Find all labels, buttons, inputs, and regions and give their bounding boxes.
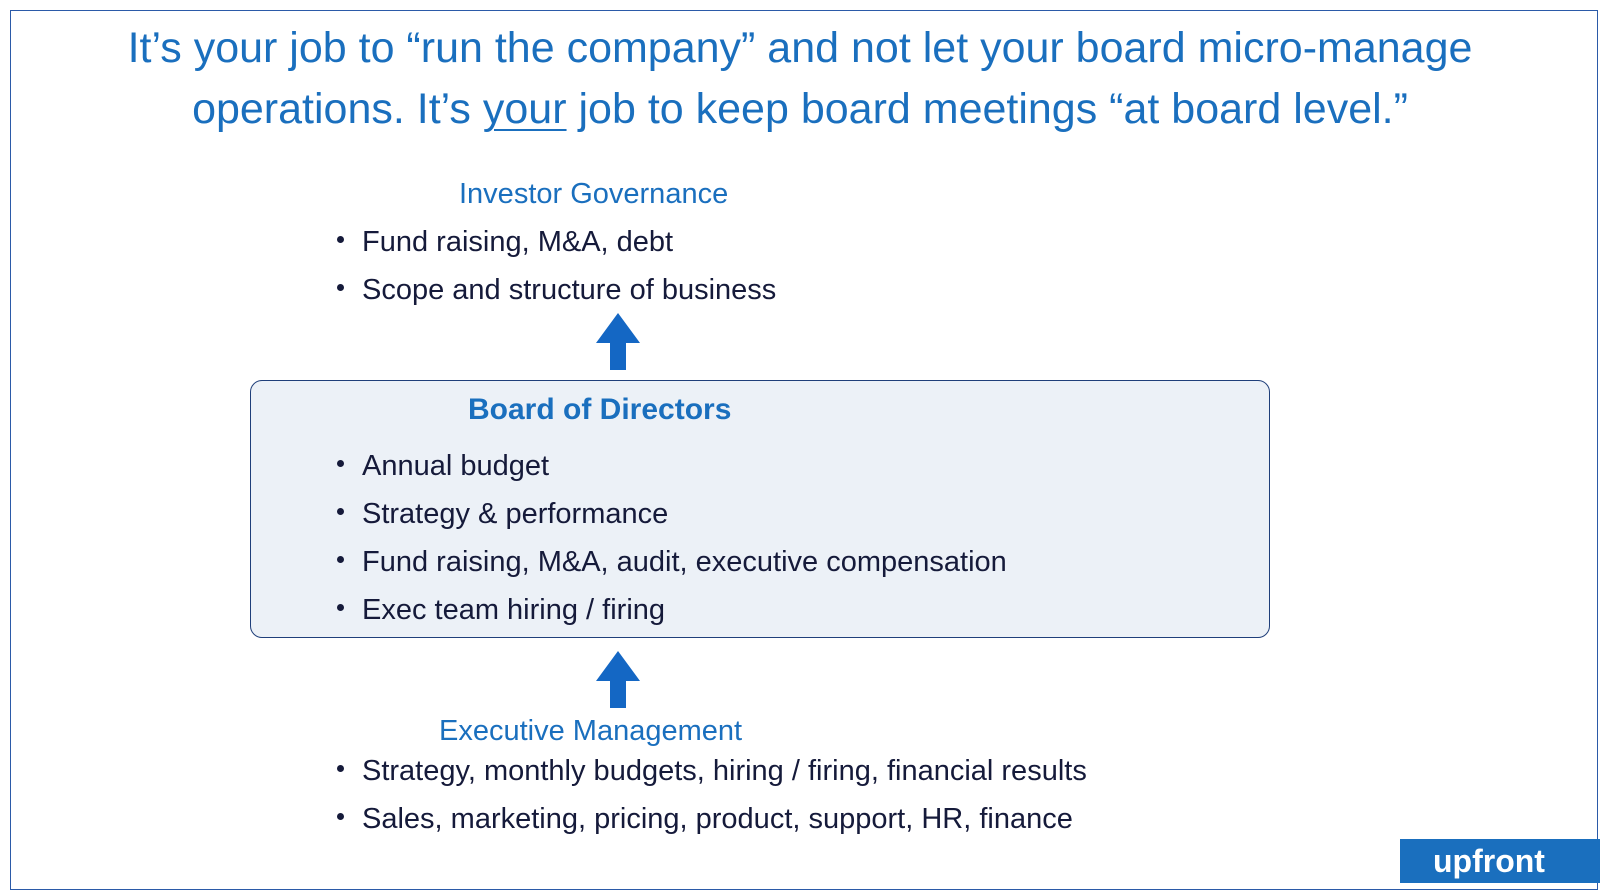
bullet-icon xyxy=(337,813,344,820)
headline-line-1: It’s your job to “run the company” and n… xyxy=(127,24,1473,72)
up-arrow-icon xyxy=(596,313,640,370)
upfront-logo: upfront xyxy=(1400,839,1600,883)
list-item: Strategy & performance xyxy=(333,500,1007,529)
bullet-icon xyxy=(337,765,344,772)
bullet-icon xyxy=(337,604,344,611)
investor-governance-list: Fund raising, M&A, debt Scope and struct… xyxy=(333,228,776,305)
list-item: Strategy, monthly budgets, hiring / firi… xyxy=(333,757,1087,786)
list-item: Sales, marketing, pricing, product, supp… xyxy=(333,805,1087,834)
bullet-icon xyxy=(337,556,344,563)
list-item: Exec team hiring / firing xyxy=(333,596,1007,625)
bullet-icon xyxy=(337,236,344,243)
investor-governance-title: Investor Governance xyxy=(459,178,729,210)
up-arrow-icon xyxy=(596,651,640,708)
headline-emphasis: your xyxy=(482,85,567,133)
list-item-text: Annual budget xyxy=(362,450,550,482)
list-item-text: Sales, marketing, pricing, product, supp… xyxy=(362,803,1073,835)
headline-line-2: operations. It’s your job to keep board … xyxy=(10,88,1590,131)
list-item-text: Fund raising, M&A, audit, executive comp… xyxy=(362,546,1007,578)
list-item: Scope and structure of business xyxy=(333,276,776,305)
headline-line-2-start: operations. It’s xyxy=(192,85,483,133)
list-item: Annual budget xyxy=(333,452,1007,481)
list-item-text: Scope and structure of business xyxy=(362,274,777,306)
bullet-icon xyxy=(337,460,344,467)
list-item: Fund raising, M&A, audit, executive comp… xyxy=(333,548,1007,577)
bullet-icon xyxy=(337,508,344,515)
bullet-icon xyxy=(337,284,344,291)
list-item-text: Exec team hiring / firing xyxy=(362,594,666,626)
list-item-text: Strategy, monthly budgets, hiring / firi… xyxy=(362,755,1087,787)
board-of-directors-list: Annual budget Strategy & performance Fun… xyxy=(333,452,1007,625)
board-of-directors-box xyxy=(250,380,1270,638)
headline-line-2-end: job to keep board meetings “at board lev… xyxy=(566,85,1408,133)
list-item-text: Fund raising, M&A, debt xyxy=(362,226,674,258)
list-item-text: Strategy & performance xyxy=(362,498,669,530)
board-of-directors-title: Board of Directors xyxy=(468,393,732,426)
executive-management-list: Strategy, monthly budgets, hiring / firi… xyxy=(333,757,1087,834)
executive-management-title: Executive Management xyxy=(439,715,743,747)
list-item: Fund raising, M&A, debt xyxy=(333,228,776,257)
